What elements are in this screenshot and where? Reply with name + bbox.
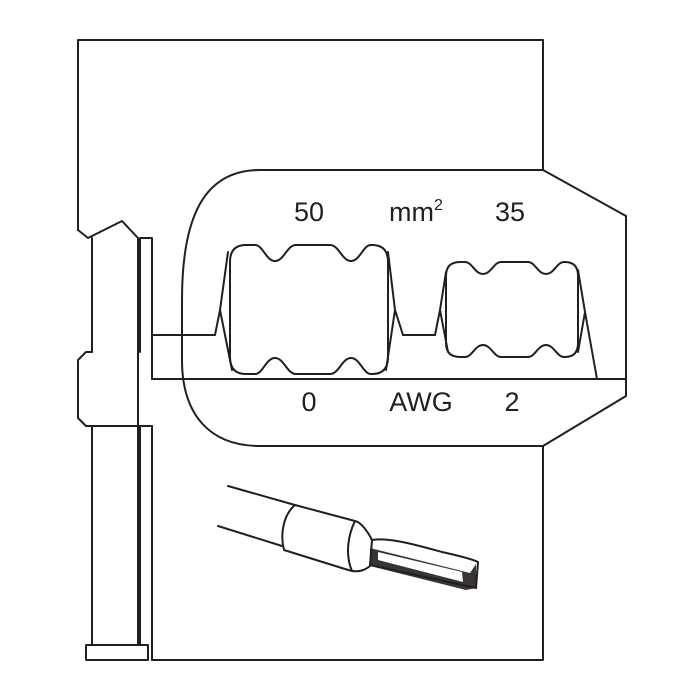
- die-frame: [77, 39, 544, 661]
- ferrule-cable-icon: [217, 485, 479, 590]
- size-label-50: 50: [294, 197, 324, 227]
- awg-label-2: 2: [504, 387, 519, 417]
- unit-label-mm2: mm2: [389, 197, 443, 227]
- crimp-profile-35: [434, 261, 598, 380]
- die-pocket: [151, 169, 627, 447]
- size-label-35: 35: [495, 197, 525, 227]
- unit-superscript: 2: [434, 197, 443, 214]
- unit-label-awg: AWG: [389, 387, 453, 417]
- unit-mm: mm: [389, 197, 434, 227]
- awg-label-0: 0: [301, 387, 316, 417]
- crimp-profile-50: [219, 244, 404, 375]
